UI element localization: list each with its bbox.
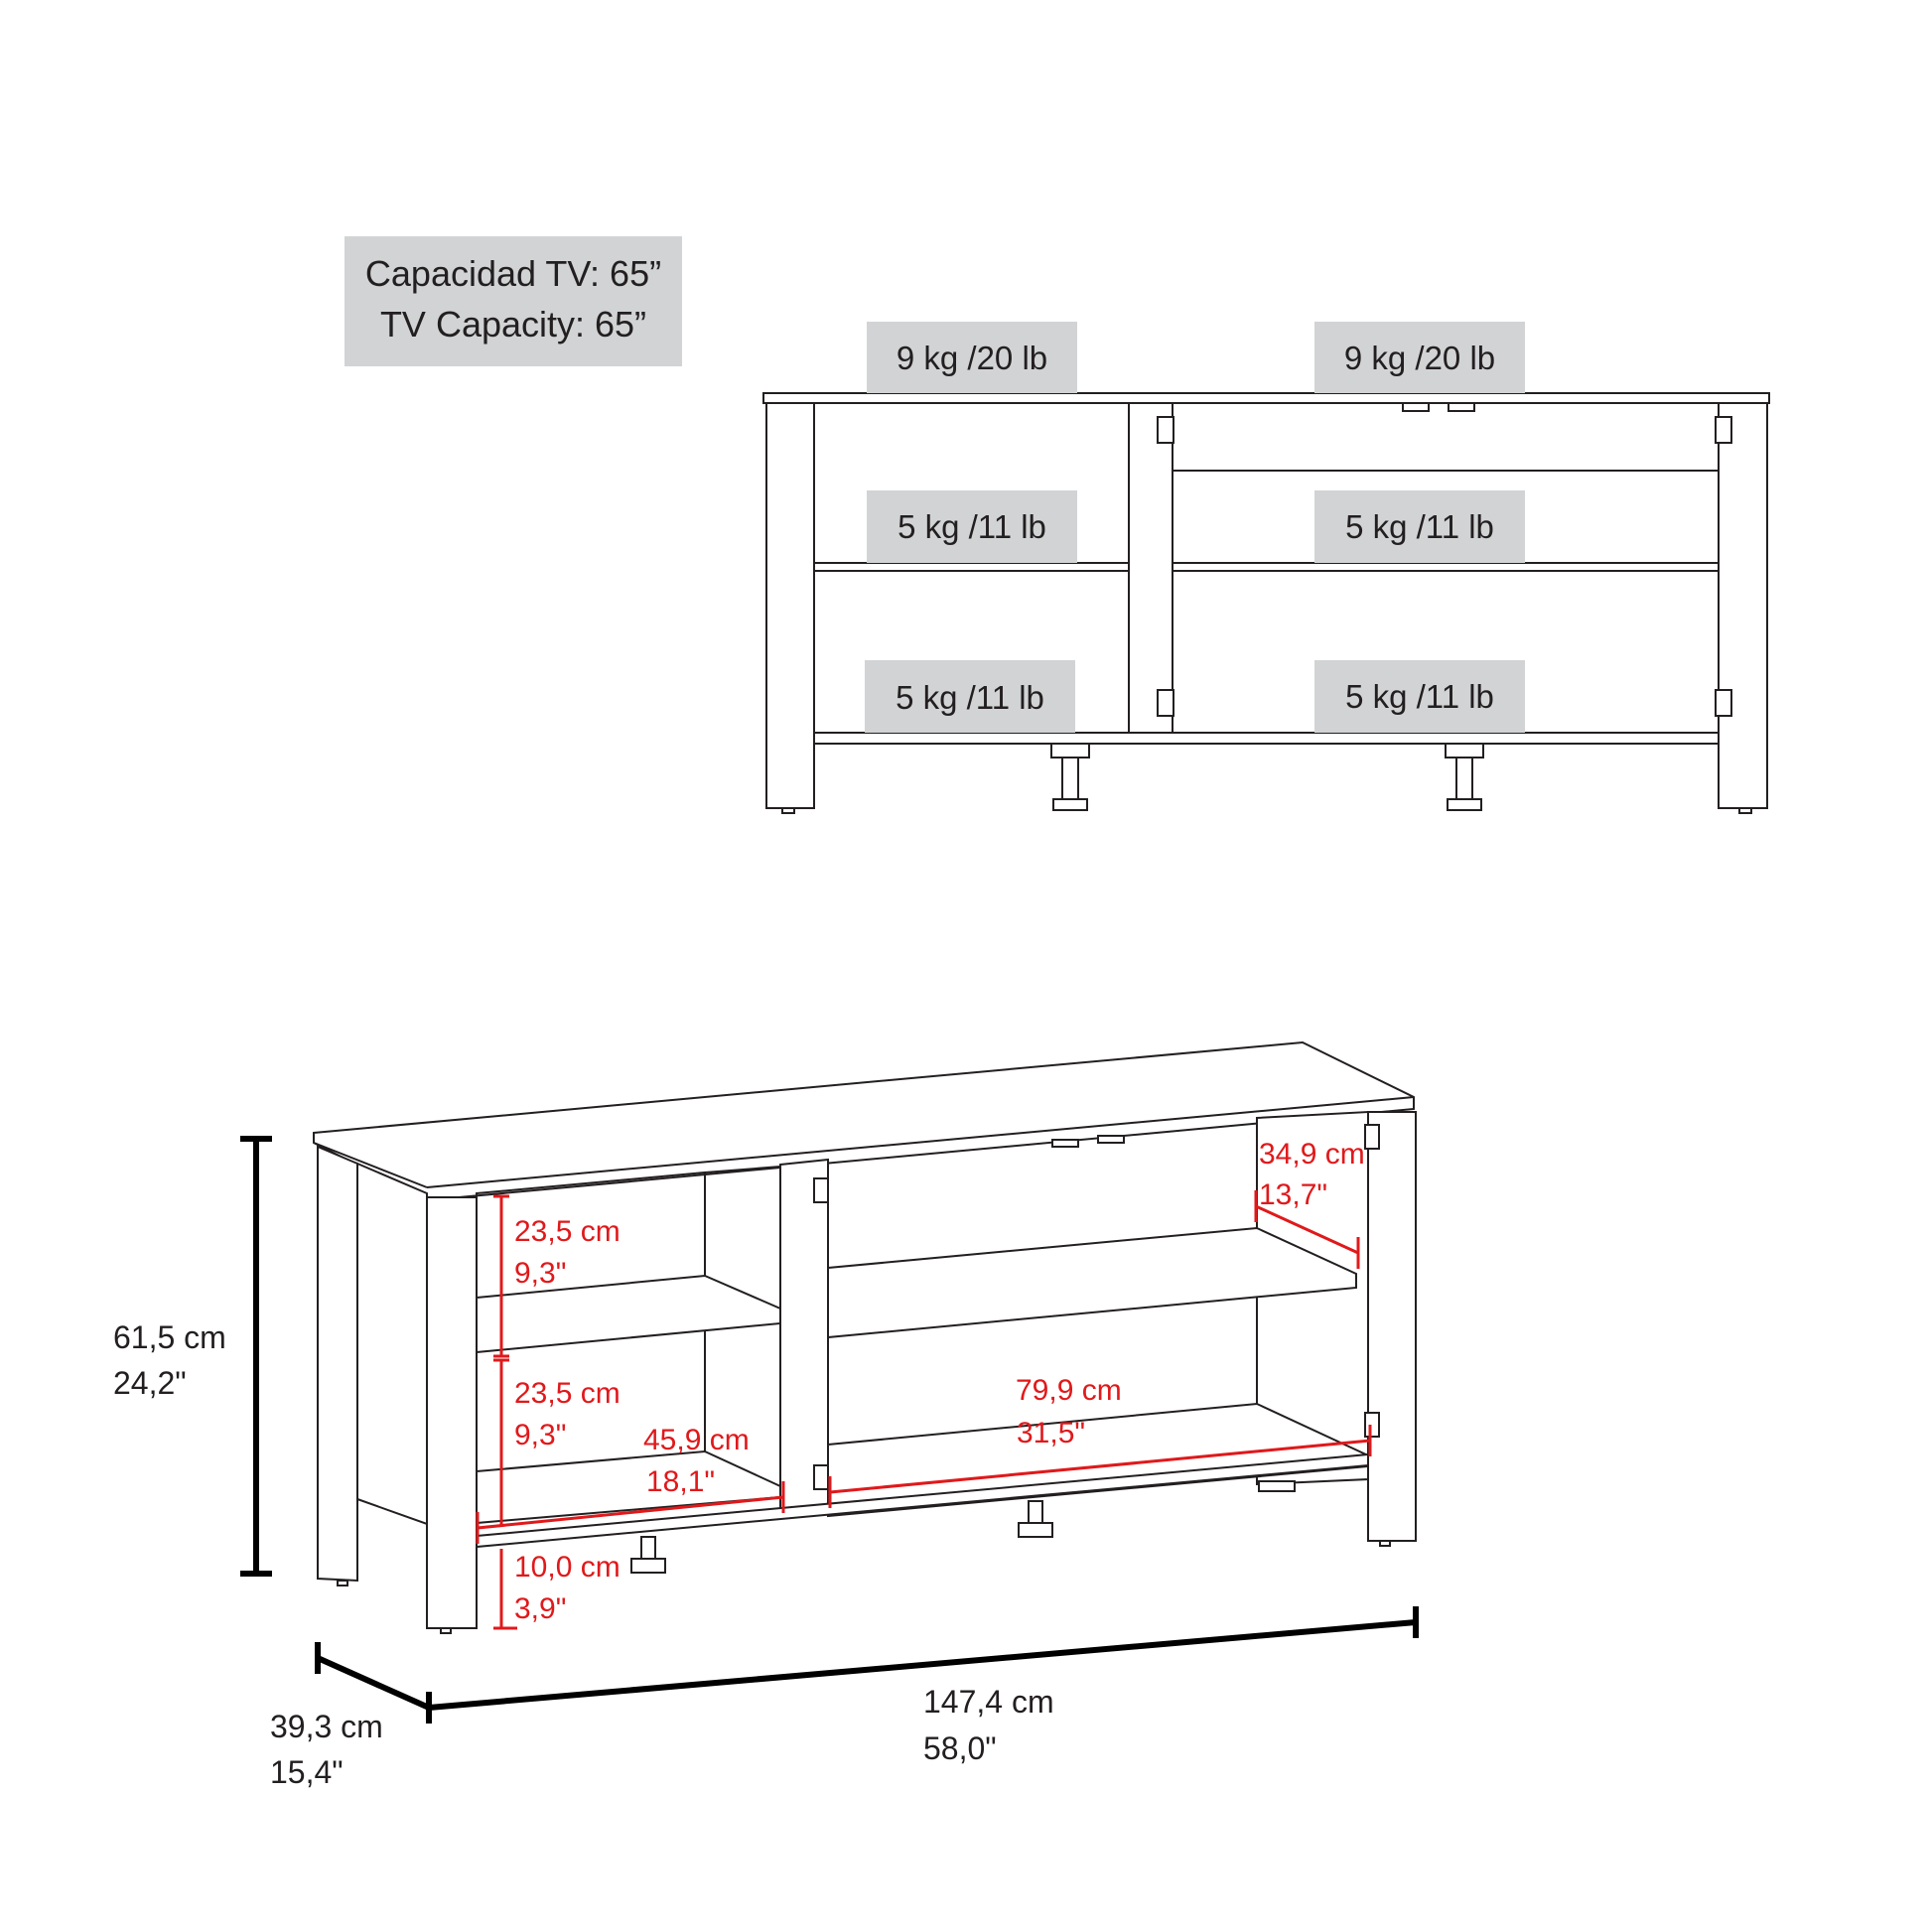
svg-text:34,9 cm: 34,9 cm — [1259, 1138, 1365, 1171]
tv-capacity-en: TV Capacity: 65” — [380, 304, 646, 345]
svg-text:58,0": 58,0" — [923, 1730, 997, 1766]
svg-text:23,5 cm: 23,5 cm — [514, 1215, 621, 1248]
svg-text:24,2": 24,2" — [113, 1365, 187, 1401]
svg-text:9 kg /20 lb: 9 kg /20 lb — [1344, 340, 1495, 376]
svg-text:39,3 cm: 39,3 cm — [270, 1709, 383, 1744]
adjustable-foot-iso-left — [630, 1536, 666, 1574]
load-label-mid-left: 5 kg /11 lb — [867, 490, 1077, 563]
svg-text:13,7": 13,7" — [1259, 1178, 1327, 1211]
front-view: 9 kg /20 lb 9 kg /20 lb 5 kg /11 lb 5 kg… — [762, 322, 1770, 814]
hinge-icon — [1157, 416, 1732, 717]
svg-text:5 kg /11 lb: 5 kg /11 lb — [1345, 508, 1494, 545]
svg-text:3,9": 3,9" — [514, 1592, 566, 1625]
adjustable-foot-right — [1445, 743, 1484, 811]
svg-text:79,9 cm: 79,9 cm — [1016, 1374, 1122, 1407]
dim-left-compartment-width: 45,9 cm 18,1" — [476, 1424, 785, 1544]
isometric-view: 23,5 cm 9,3" 23,5 cm 9,3" 10,0 cm 3,9" 4… — [113, 1040, 1419, 1790]
dim-overall-width: 147,4 cm 58,0" — [428, 1606, 1419, 1766]
load-label-bottom-right: 5 kg /11 lb — [1314, 660, 1525, 733]
svg-text:9,3": 9,3" — [514, 1419, 566, 1451]
load-label-mid-right: 5 kg /11 lb — [1314, 490, 1525, 563]
svg-text:61,5 cm: 61,5 cm — [113, 1319, 226, 1355]
load-label-top-left: 9 kg /20 lb — [867, 322, 1077, 393]
adjustable-foot-iso-right — [1018, 1500, 1053, 1538]
tv-capacity-es: Capacidad TV: 65” — [365, 253, 661, 294]
svg-text:45,9 cm: 45,9 cm — [643, 1424, 750, 1456]
svg-text:31,5": 31,5" — [1017, 1417, 1085, 1449]
dim-overall-height: 61,5 cm 24,2" — [113, 1136, 272, 1577]
svg-text:5 kg /11 lb: 5 kg /11 lb — [897, 508, 1046, 545]
dim-upper-shelf-height: 23,5 cm 9,3" — [493, 1194, 621, 1358]
dim-lower-shelf-height: 23,5 cm 9,3" — [493, 1358, 621, 1527]
svg-text:23,5 cm: 23,5 cm — [514, 1377, 621, 1410]
dim-inner-depth: 34,9 cm 13,7" — [1254, 1138, 1365, 1269]
hinge-icon-iso — [813, 1124, 1380, 1490]
svg-text:9 kg /20 lb: 9 kg /20 lb — [897, 340, 1047, 376]
svg-text:9,3": 9,3" — [514, 1257, 566, 1290]
svg-text:15,4": 15,4" — [270, 1754, 344, 1790]
svg-text:147,4 cm: 147,4 cm — [923, 1684, 1054, 1720]
dim-overall-depth: 39,3 cm 15,4" — [270, 1642, 432, 1790]
svg-text:18,1": 18,1" — [646, 1465, 715, 1498]
dim-right-compartment-width: 79,9 cm 31,5" — [828, 1374, 1372, 1508]
tv-capacity-badge: Capacidad TV: 65” TV Capacity: 65” — [345, 236, 682, 366]
svg-text:5 kg /11 lb: 5 kg /11 lb — [1345, 678, 1494, 715]
svg-text:5 kg /11 lb: 5 kg /11 lb — [896, 679, 1044, 716]
load-label-bottom-left: 5 kg /11 lb — [865, 660, 1075, 733]
dim-leg-clearance: 10,0 cm 3,9" — [493, 1549, 621, 1630]
load-label-top-right: 9 kg /20 lb — [1314, 322, 1525, 393]
svg-text:10,0 cm: 10,0 cm — [514, 1551, 621, 1584]
adjustable-foot-left — [1050, 743, 1090, 811]
